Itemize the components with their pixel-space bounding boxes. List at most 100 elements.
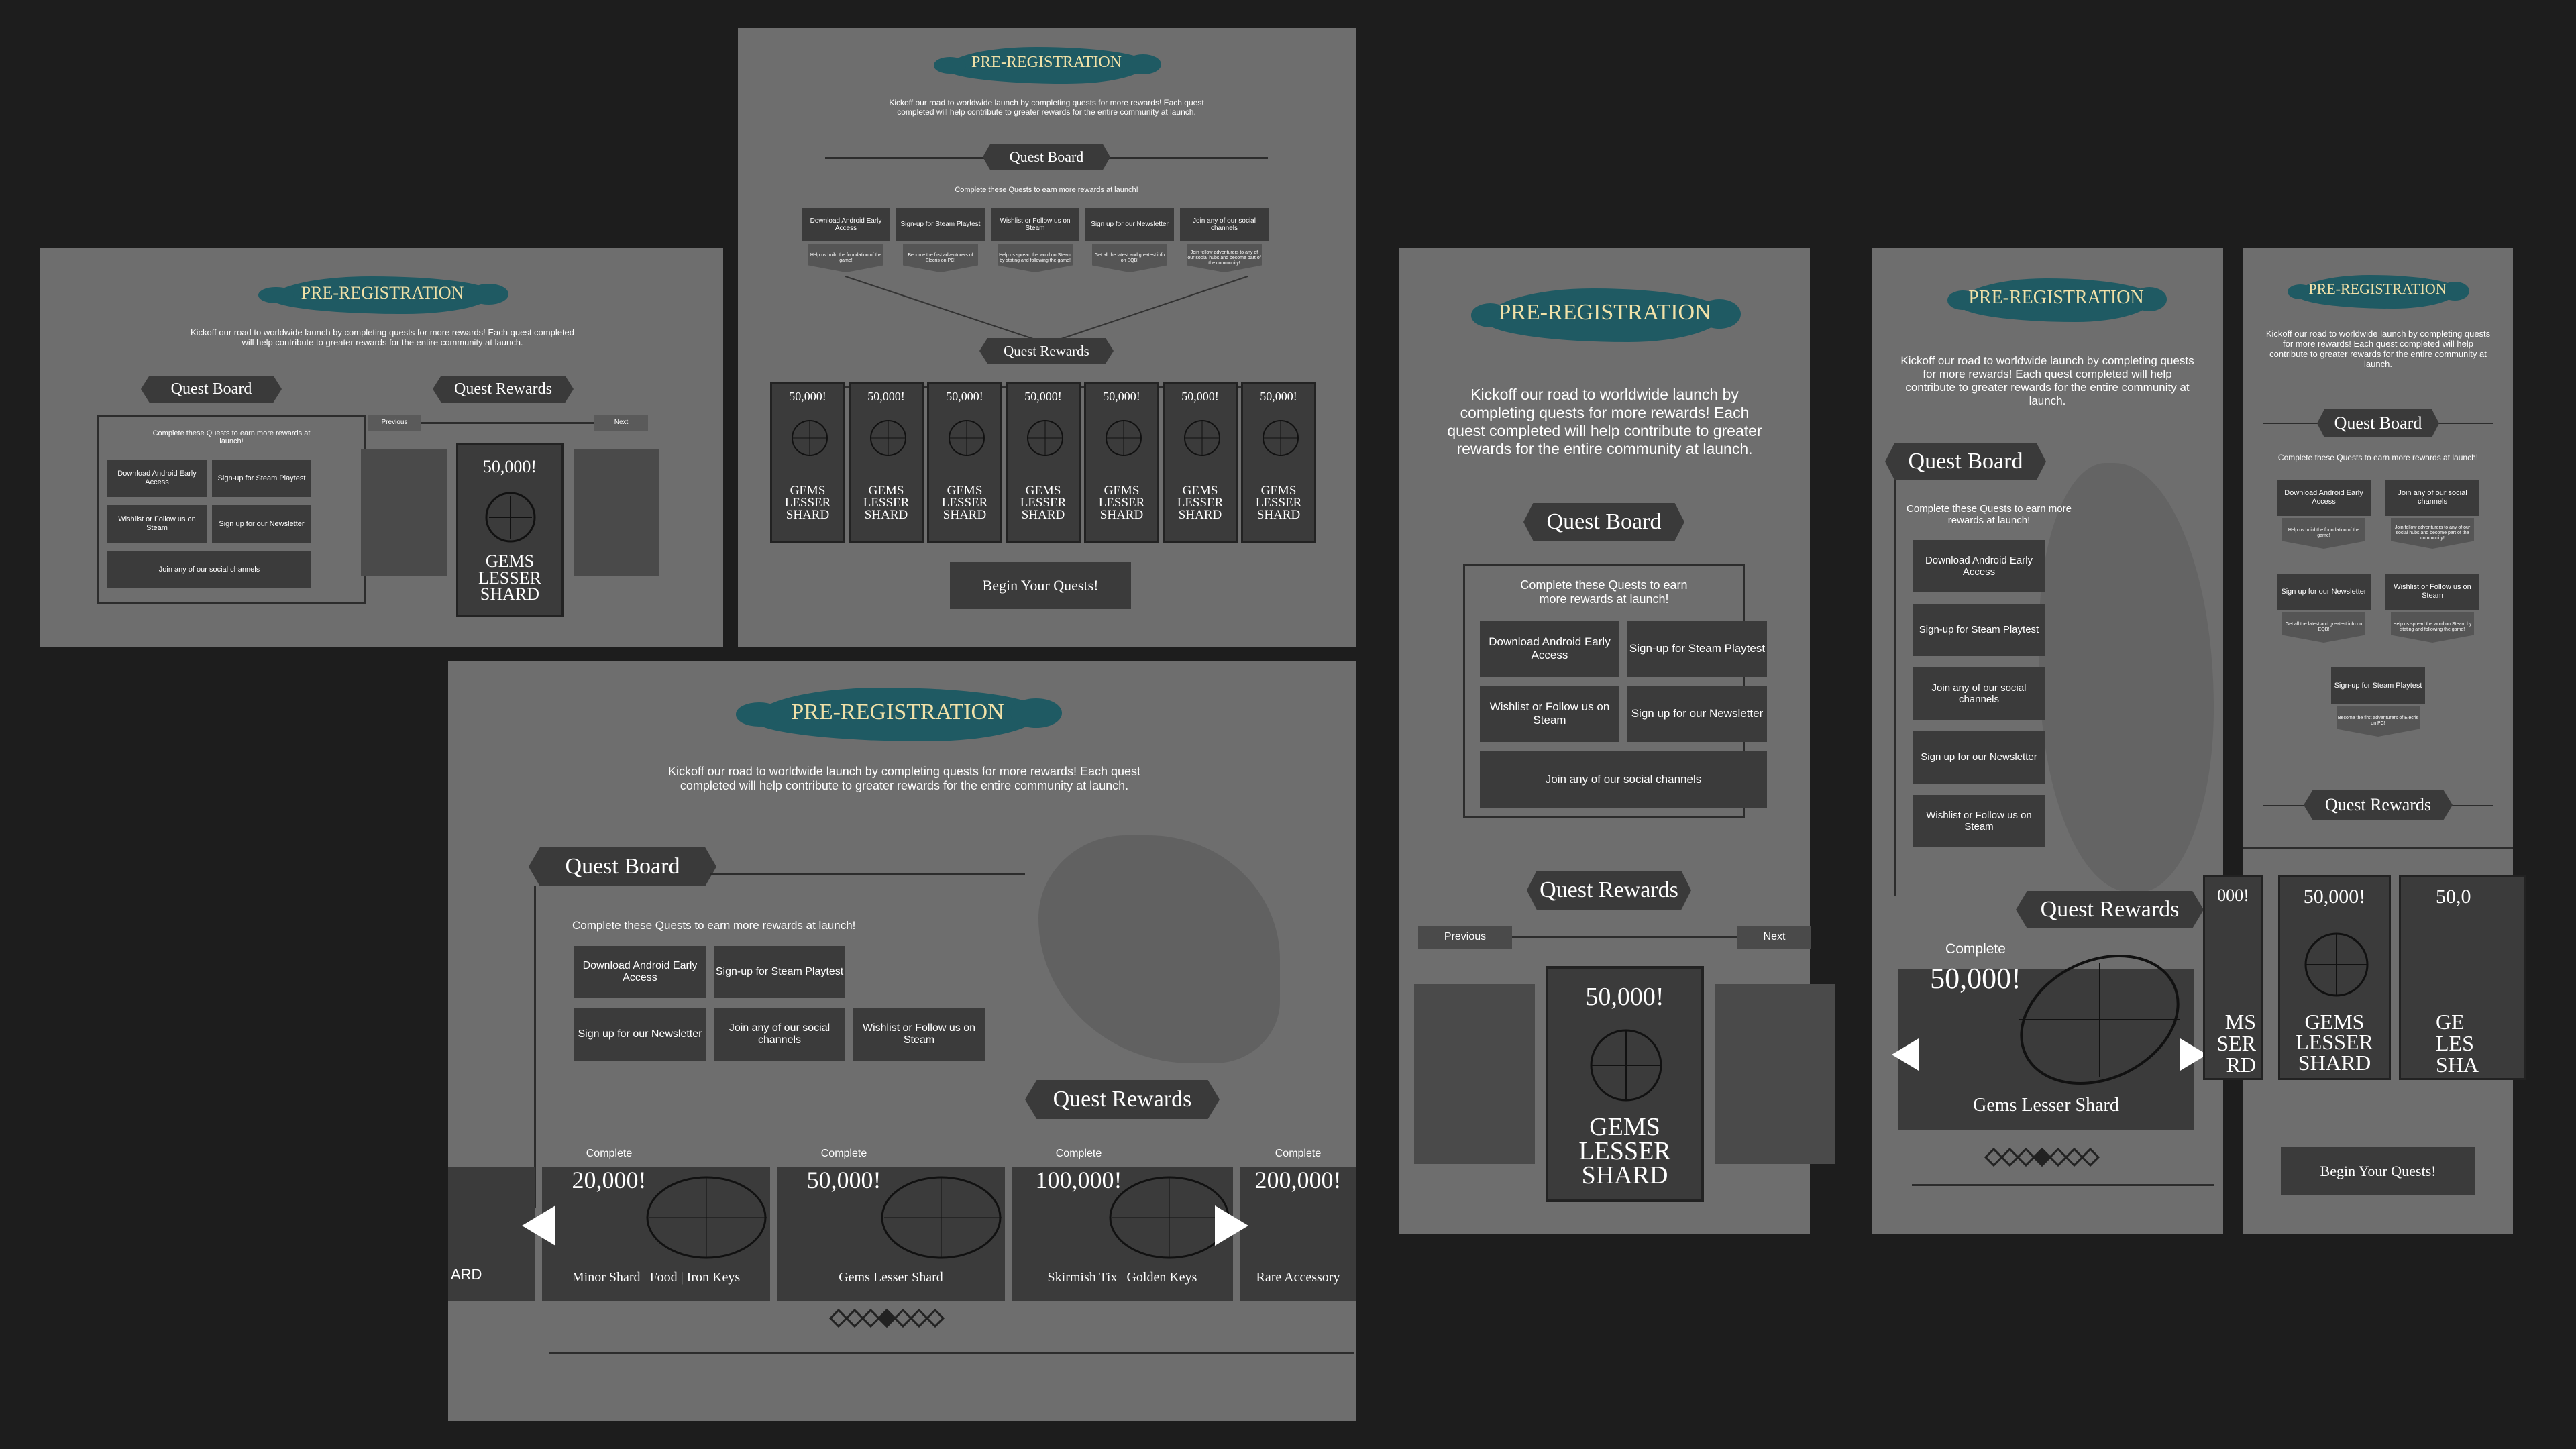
quest-download-android[interactable]: Download Android Early Access bbox=[2277, 480, 2371, 516]
quest-note: Help us spread the word on Steam by stat… bbox=[2391, 612, 2474, 643]
carousel-next-arrow[interactable] bbox=[1215, 1205, 1248, 1246]
reward-card[interactable]: 50,000! GEMS LESSER SHARD bbox=[1241, 382, 1316, 543]
pre-registration-title: PRE-REGISTRATION bbox=[2308, 280, 2447, 297]
quest-social[interactable]: Join any of our social channels bbox=[1480, 751, 1767, 808]
board-subtitle: Complete these Quests to earn more rewar… bbox=[152, 429, 311, 445]
gem-icon bbox=[1027, 420, 1063, 456]
quest-board-banner: Quest Board bbox=[983, 144, 1110, 170]
title-brush bbox=[934, 47, 1161, 84]
quest-wishlist[interactable]: Wishlist or Follow us on Steam bbox=[853, 1008, 985, 1061]
carousel-nav-line bbox=[1419, 936, 1795, 938]
reward-name: GEMS LESSER SHARD bbox=[1578, 1113, 1671, 1190]
quest-board-banner: Quest Board bbox=[1885, 443, 2046, 480]
carousel-card[interactable]: Complete 50,000! Gems Lesser Shard bbox=[777, 1148, 1005, 1301]
reward-name: GEMS LESSER SHARD bbox=[1098, 484, 1145, 523]
quest-newsletter[interactable]: Sign up for our Newsletter bbox=[1085, 208, 1174, 241]
quest-social[interactable]: Join any of our social channels bbox=[714, 1008, 845, 1061]
carousel-prev-arrow[interactable] bbox=[1892, 1038, 1919, 1071]
quest-rewards-banner: Quest Rewards bbox=[433, 376, 574, 402]
quest-steam-playtest[interactable]: Sign-up for Steam Playtest bbox=[2331, 667, 2425, 704]
quest-newsletter[interactable]: Sign up for our Newsletter bbox=[1627, 686, 1767, 742]
reward-name: GEMS LESSER SHARD bbox=[478, 551, 541, 604]
reward-name: GEMS LESSER SHARD bbox=[2296, 1010, 2373, 1075]
begin-quests-button[interactable]: Begin Your Quests! bbox=[2281, 1147, 2475, 1195]
carousel-next-arrow[interactable] bbox=[2180, 1038, 2207, 1071]
quest-note: Join fellow adventurers to any of our so… bbox=[2391, 518, 2474, 549]
mockup-panel-desktop-wide: PRE-REGISTRATION Kickoff our road to wor… bbox=[738, 28, 1356, 647]
carousel-card[interactable]: Complete 50,000! Gems Lesser Shard bbox=[1898, 942, 2194, 1130]
reward-card-clipped: 50,0 GE LES SHA bbox=[2399, 875, 2526, 1080]
clipped-text: RD bbox=[2226, 1053, 2256, 1077]
quest-download-android[interactable]: Download Android Early Access bbox=[1913, 540, 2045, 592]
quest-wishlist[interactable]: Wishlist or Follow us on Steam bbox=[991, 208, 1079, 241]
quest-newsletter[interactable]: Sign up for our Newsletter bbox=[574, 1008, 706, 1061]
carousel-dot[interactable] bbox=[2080, 1147, 2100, 1167]
board-subtitle: Complete these Quests to earn more rewar… bbox=[1907, 503, 2072, 526]
reward-card[interactable]: 50,000! GEMS LESSER SHARD bbox=[927, 382, 1002, 543]
reward-card[interactable]: 50,000! GEMS LESSER SHARD bbox=[1163, 382, 1238, 543]
quest-steam-playtest[interactable]: Sign-up for Steam Playtest bbox=[1913, 604, 2045, 656]
quest-newsletter[interactable]: Sign up for our Newsletter bbox=[2277, 574, 2371, 610]
quest-social[interactable]: Join any of our social channels bbox=[1913, 667, 2045, 720]
reward-card[interactable]: 50,000! GEMS LESSER SHARD bbox=[849, 382, 924, 543]
card-items: Minor Shard | Food | Iron Keys bbox=[572, 1270, 741, 1285]
card-items: Rare Accessory bbox=[1256, 1270, 1340, 1285]
quest-wishlist[interactable]: Wishlist or Follow us on Steam bbox=[1913, 795, 2045, 847]
quest-note: Get all the latest and greatest info on … bbox=[2282, 612, 2365, 643]
reward-card-active[interactable]: 50,000! GEMS LESSER SHARD bbox=[1546, 966, 1704, 1202]
intro-text: Kickoff our road to worldwide launch by … bbox=[190, 327, 575, 347]
quest-steam-playtest[interactable]: Sign-up for Steam Playtest bbox=[896, 208, 985, 241]
quest-download-android[interactable]: Download Android Early Access bbox=[107, 460, 207, 497]
title-brush bbox=[258, 276, 509, 314]
mockup-panel-tablet: PRE-REGISTRATION Kickoff our road to wor… bbox=[1399, 248, 1835, 1234]
gem-icon bbox=[1184, 420, 1220, 456]
pre-registration-title: PRE-REGISTRATION bbox=[1968, 287, 2144, 308]
reward-card[interactable]: 50,000! GEMS LESSER SHARD bbox=[770, 382, 845, 543]
carousel-dot[interactable] bbox=[925, 1308, 945, 1328]
quest-steam-playtest[interactable]: Sign-up for Steam Playtest bbox=[212, 460, 311, 497]
carousel-prev-arrow[interactable] bbox=[522, 1205, 555, 1246]
intro-text: Kickoff our road to worldwide launch by … bbox=[1900, 354, 2194, 407]
card-items: Gems Lesser Shard bbox=[1973, 1095, 2119, 1116]
reward-card-active[interactable]: 50,000! GEMS LESSER SHARD bbox=[456, 443, 564, 617]
quest-newsletter[interactable]: Sign up for our Newsletter bbox=[212, 505, 311, 543]
previous-button[interactable]: Previous bbox=[368, 415, 421, 431]
gem-icon bbox=[1109, 1176, 1230, 1259]
clipped-text: GE bbox=[2436, 1010, 2465, 1034]
begin-quests-button[interactable]: Begin Your Quests! bbox=[950, 562, 1131, 609]
quest-wishlist[interactable]: Wishlist or Follow us on Steam bbox=[1480, 686, 1619, 742]
gem-icon bbox=[646, 1176, 767, 1259]
quest-social[interactable]: Join any of our social channels bbox=[107, 551, 311, 588]
card-complete-label: Complete bbox=[1945, 941, 2006, 957]
quest-rewards-banner: Quest Rewards bbox=[2304, 790, 2453, 820]
previous-button[interactable]: Previous bbox=[1418, 926, 1512, 949]
carousel-card[interactable]: Complete 200,000! Rare Accessory bbox=[1240, 1148, 1356, 1301]
card-amount: 20,000! bbox=[572, 1167, 647, 1193]
gem-icon bbox=[881, 1176, 1002, 1259]
quest-newsletter[interactable]: Sign up for our Newsletter bbox=[1913, 731, 2045, 784]
carousel-card[interactable]: Complete 20,000! Minor Shard | Food | Ir… bbox=[542, 1148, 770, 1301]
quest-social[interactable]: Join any of our social channels bbox=[1180, 208, 1269, 241]
reward-card-next bbox=[1715, 984, 1835, 1164]
next-button[interactable]: Next bbox=[594, 415, 648, 431]
quest-download-android[interactable]: Download Android Early Access bbox=[574, 946, 706, 998]
quest-wishlist[interactable]: Wishlist or Follow us on Steam bbox=[2385, 574, 2479, 610]
title-brush bbox=[736, 688, 1063, 741]
gem-icon bbox=[1590, 1029, 1662, 1102]
reward-card[interactable]: 50,000! GEMS LESSER SHARD bbox=[1006, 382, 1081, 543]
next-button[interactable]: Next bbox=[1737, 926, 1811, 949]
quest-steam-playtest[interactable]: Sign-up for Steam Playtest bbox=[714, 946, 845, 998]
rewards-track-line bbox=[2243, 847, 2513, 849]
carousel-card[interactable]: Complete 100,000! Skirmish Tix | Golden … bbox=[1012, 1148, 1233, 1301]
quest-download-android[interactable]: Download Android Early Access bbox=[1480, 621, 1619, 677]
quest-download-android[interactable]: Download Android Early Access bbox=[802, 208, 890, 241]
reward-card[interactable]: 50,000! GEMS LESSER SHARD bbox=[1084, 382, 1159, 543]
quest-wishlist[interactable]: Wishlist or Follow us on Steam bbox=[107, 505, 207, 543]
card-amount: 200,000! bbox=[1254, 1167, 1342, 1193]
card-complete-label: Complete bbox=[820, 1148, 867, 1159]
quest-steam-playtest[interactable]: Sign-up for Steam Playtest bbox=[1627, 621, 1767, 677]
reward-card-active[interactable]: 50,000! GEMS LESSER SHARD bbox=[2278, 875, 2391, 1080]
quest-social[interactable]: Join any of our social channels bbox=[2385, 480, 2479, 516]
reward-amount: 50,000! bbox=[1181, 390, 1219, 403]
board-vertical-line bbox=[534, 886, 536, 1208]
